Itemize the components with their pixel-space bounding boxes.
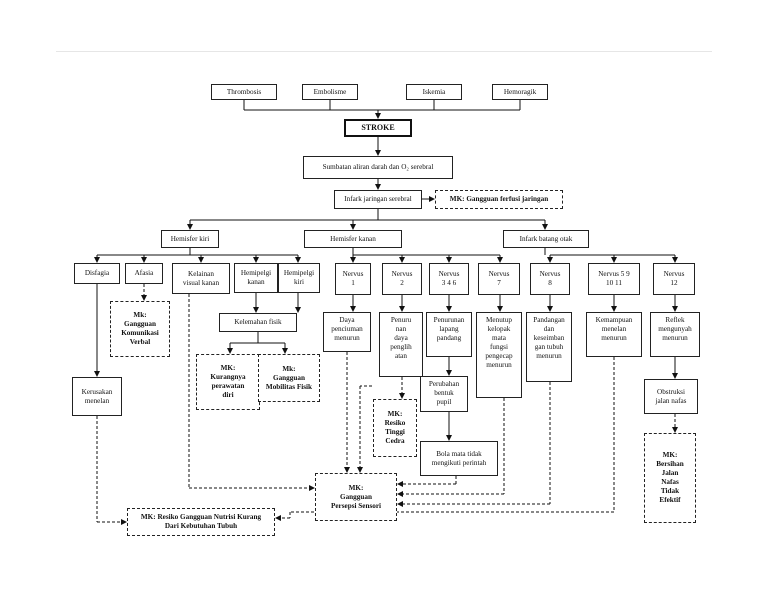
mk-mobilitas-fisik: Mk: Gangguan Mobilitas Fisik [258,354,320,402]
disfagia-node: Disfagia [74,263,120,284]
penurunan-lapang-node: Penurunan lapang pandang [426,312,472,357]
stroke-node: STROKE [344,119,412,137]
obstruksi-node: Obstruksi jalan nafas [644,379,698,414]
mk-resiko-cedera: MK: Resiko Tinggi Cedra [373,399,417,457]
menutup-kelopak-node: Menutup kelopak mata fungsi pengecap men… [476,312,522,398]
hemisfer-kanan-node: Hemisfer kanan [304,230,402,248]
nervus-5-9-10-11-node: Nervus 5 9 10 11 [588,263,640,295]
hemisfer-kiri-node: Hemisfer kiri [161,230,219,248]
mk-bersihan-jalan-nafas: MK: Bersihan Jalan Nafas Tidak Efektif [644,433,696,523]
kelainan-visual-node: Kelainan visual kanan [172,263,230,294]
nervus-7-node: Nervus 7 [478,263,520,295]
perubahan-pupil-node: Perubahan bentuk pupil [420,376,468,412]
sumbatan-node: Sumbatan aliran darah dan O₂ serebral [303,156,453,179]
nervus-1-node: Nervus 1 [335,263,371,295]
daya-penciuman-node: Daya penciuman menurun [323,312,371,352]
mk-persepsi-sensori: MK: Gangguan Persepsi Sensori [315,473,397,521]
nervus-12-node: Nervus 12 [653,263,695,295]
page-divider [56,51,712,52]
mk-komunikasi-verbal: Mk: Gangguan Komunikasi Verbal [110,301,170,357]
bola-mata-node: Bola mata tidak mengikuti perintah [420,441,498,476]
mk-resiko-nutrisi: MK: Resiko Gangguan Nutrisi Kurang Dari … [127,508,275,536]
hemipelgi-kiri-node: Hemipelgi kiri [278,263,320,293]
infark-batang-node: Infark batang otak [503,230,589,248]
hemipelgi-kanan-node: Hemipelgi kanan [234,263,278,293]
nervus-2-node: Nervus 2 [382,263,422,295]
cause-iskemia: Iskemia [406,84,462,100]
mk-perfusi: MK: Gangguan ferfusi jaringan [435,190,563,209]
penurunan-penglihatan-node: Penuru nan daya penglih atan [379,312,423,377]
infark-node: Infark jaringan serebral [334,190,422,209]
cause-thrombosis: Thrombosis [211,84,277,100]
nervus-3-4-6-node: Nervus 3 4 6 [429,263,469,295]
reflek-node: Reflek mengunyah menurun [650,312,700,357]
cause-embolisme: Embolisme [302,84,358,100]
kelemahan-fisik-node: Kelemahan fisik [219,313,297,332]
kerusakan-menelan-node: Kerusakan menelan [72,377,122,416]
pandangan-node: Pandangan dan keseimban gan tubuh menuru… [526,312,572,382]
nervus-8-node: Nervus 8 [530,263,570,295]
cause-hemoragik: Hemoragik [492,84,548,100]
mk-perawatan-diri: MK: Kurangnya perawatan diri [196,354,260,410]
afasia-node: Afasia [125,263,163,284]
kemampuan-menelan-node: Kemampuan menelan menurun [586,312,642,357]
